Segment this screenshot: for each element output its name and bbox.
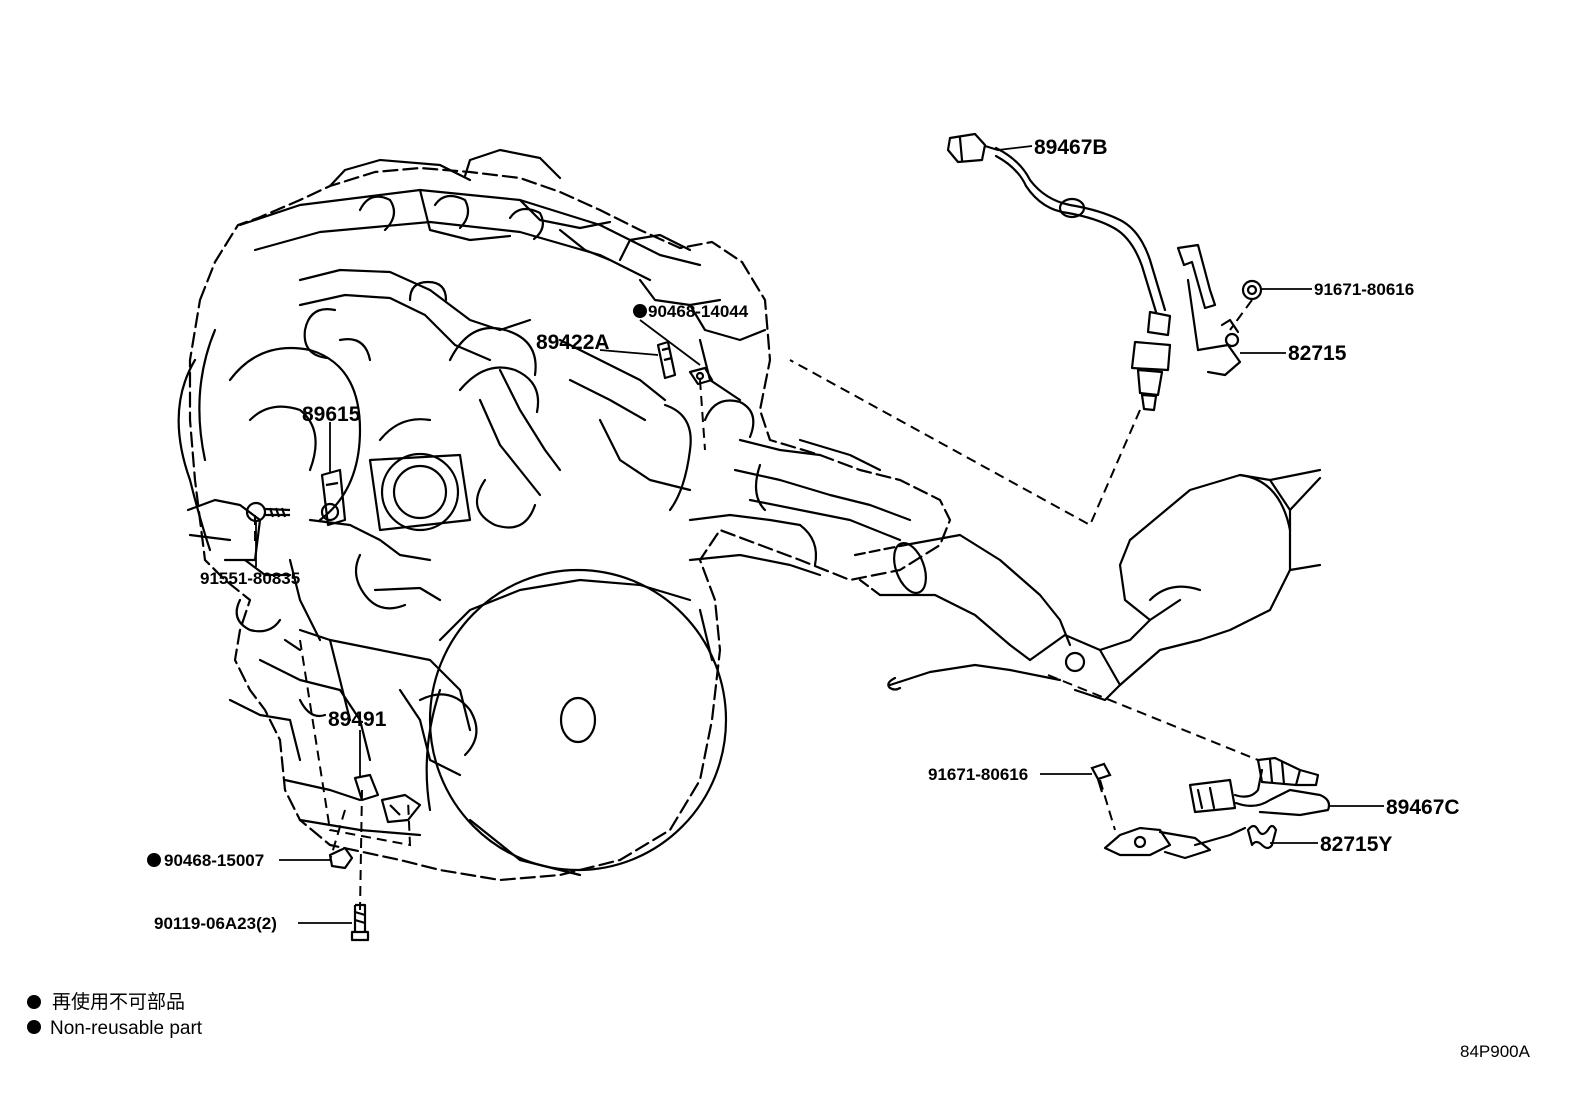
clip-90468-15007-drawing xyxy=(328,846,354,870)
label-82715[interactable]: 82715 xyxy=(1288,342,1347,365)
label-90119-06a23[interactable]: 90119-06A23(2) xyxy=(154,914,277,933)
bolt-91671-bottom-drawing xyxy=(1090,762,1112,793)
bracket-82715y-drawing xyxy=(1103,824,1278,860)
label-90468-15007[interactable]: 90468-15007 xyxy=(164,851,264,870)
exhaust-pipe-catalyst-drawing xyxy=(853,468,1322,702)
callout-dashed-lines xyxy=(254,299,1259,911)
nut-91671-top-drawing xyxy=(1241,279,1263,301)
bolt-90119-06a23-drawing xyxy=(350,903,370,942)
label-89615[interactable]: 89615 xyxy=(302,403,361,426)
label-89467c[interactable]: 89467C xyxy=(1386,796,1460,819)
legend-bullet-2 xyxy=(27,1020,41,1034)
label-90468-14044[interactable]: 90468-14044 xyxy=(648,302,749,321)
bracket-82715-drawing xyxy=(1176,243,1242,377)
oxygen-sensor-89467c-drawing xyxy=(1188,756,1331,817)
label-91671-80616-bottom[interactable]: 91671-80616 xyxy=(928,765,1028,784)
speed-sensor-89491-drawing xyxy=(353,773,422,824)
clip-90468-14044-drawing xyxy=(688,366,714,386)
label-82715y[interactable]: 82715Y xyxy=(1320,833,1392,856)
air-fuel-ratio-sensor-89467b-drawing xyxy=(946,132,1172,412)
legend-bullet-1 xyxy=(27,995,41,1009)
diagram-code: 84P900A xyxy=(1460,1042,1531,1061)
temp-sensor-89422a-drawing xyxy=(656,340,677,380)
legend-line-japanese: 再使用不可部品 xyxy=(52,991,185,1013)
non-reusable-marker-90468-15007 xyxy=(147,853,161,867)
label-91551-80835[interactable]: 91551-80835 xyxy=(200,569,300,588)
label-leader-lines xyxy=(255,145,1384,924)
engine-assembly-drawing xyxy=(177,148,952,882)
label-89467b[interactable]: 89467B xyxy=(1034,136,1108,159)
bolt-91551-80835-drawing xyxy=(245,501,291,523)
legend-line-english: Non-reusable part xyxy=(50,1018,203,1039)
label-91671-80616-top[interactable]: 91671-80616 xyxy=(1314,280,1414,299)
label-89422a[interactable]: 89422A xyxy=(536,331,610,354)
knock-sensor-89615-drawing xyxy=(320,468,347,527)
label-89491[interactable]: 89491 xyxy=(328,708,387,731)
non-reusable-marker-90468-14044 xyxy=(633,304,647,318)
legend: 再使用不可部品 Non-reusable part xyxy=(27,991,203,1039)
